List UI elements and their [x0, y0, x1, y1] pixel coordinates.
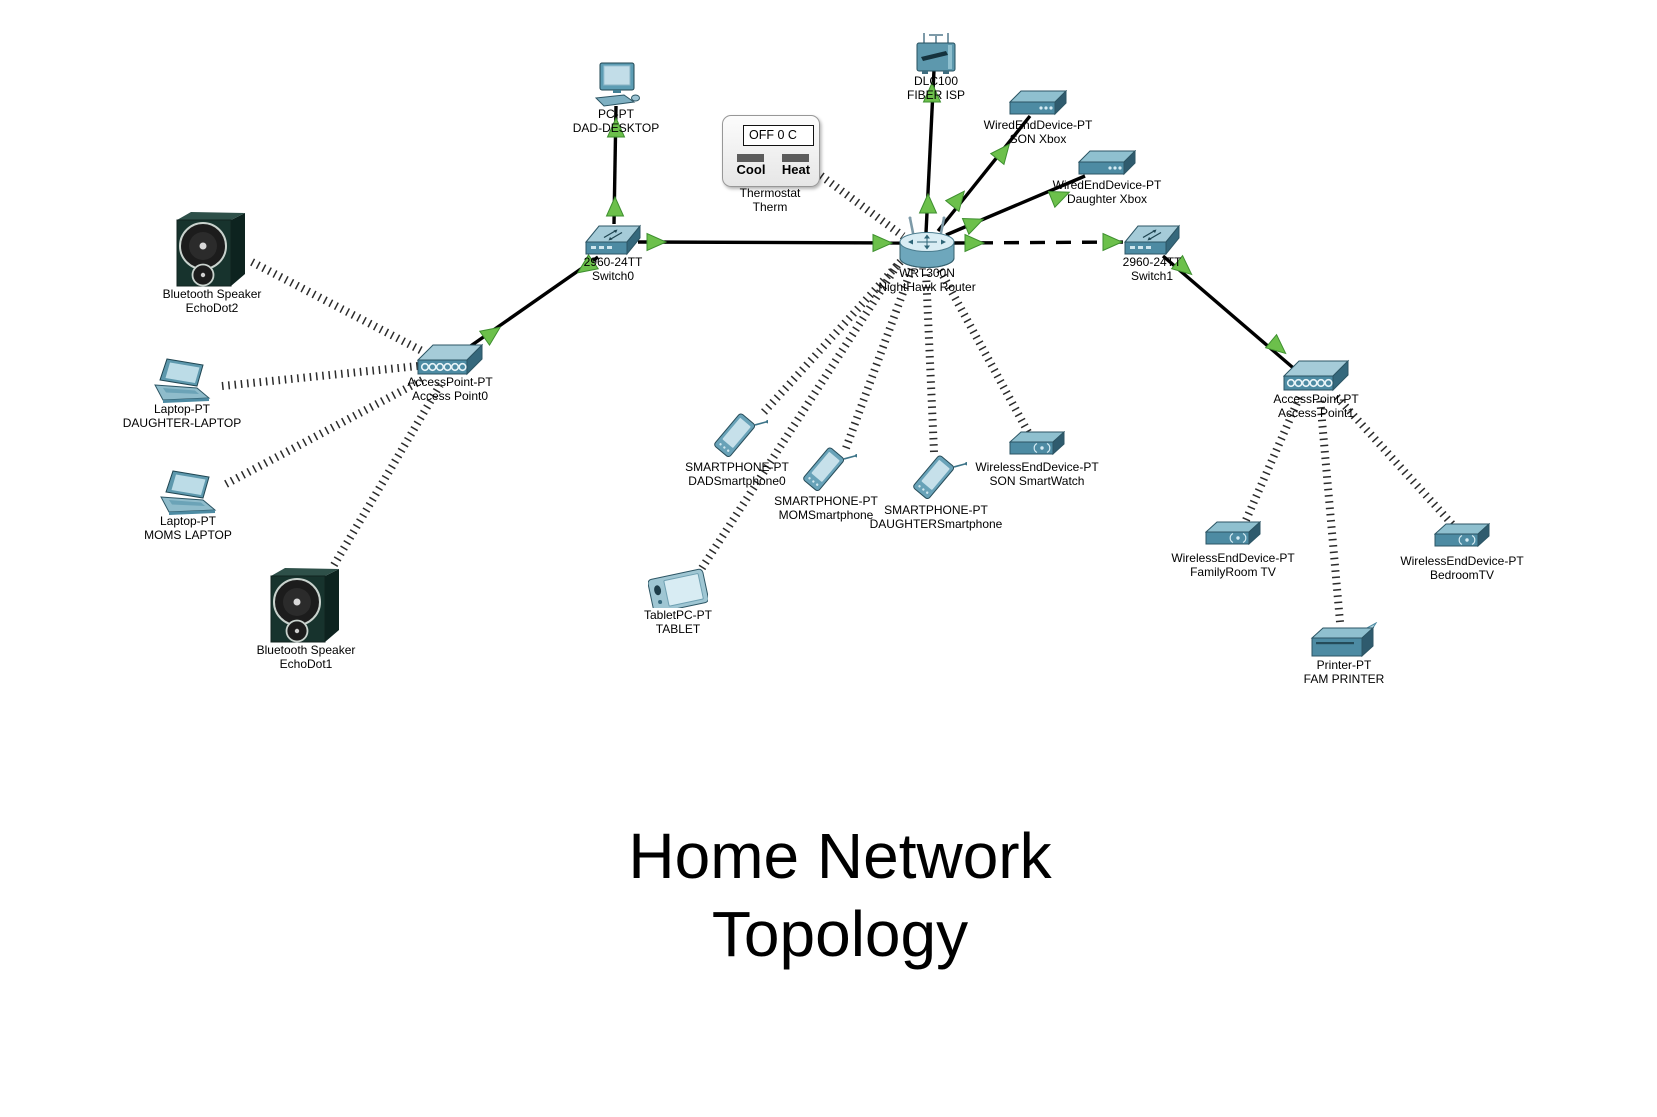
link-switch0-router[interactable] — [637, 240, 905, 245]
status-arrow — [922, 81, 942, 103]
wl-ap0-daughter-laptop[interactable] — [221, 362, 419, 390]
cool-button[interactable] — [737, 154, 764, 162]
smartphone-icon — [795, 442, 857, 494]
printer-icon — [1310, 622, 1378, 658]
cable-modem-icon — [914, 30, 958, 74]
link-router-son-xbox[interactable] — [936, 114, 1032, 233]
heat-button[interactable] — [782, 154, 809, 162]
status-arrow — [872, 233, 894, 253]
status-arrow — [606, 116, 626, 138]
thermostat-icon: OFF 0 C Cool Heat — [722, 115, 820, 187]
wl-router-mom-smartphone[interactable] — [842, 266, 916, 450]
status-arrow — [646, 232, 668, 252]
status-arrow — [605, 195, 625, 217]
switch-icon — [1124, 220, 1180, 260]
diagram-title: Home Network Topology — [628, 817, 1051, 973]
bluetooth-speaker-icon — [267, 566, 345, 644]
diagram-title-line1: Home Network — [628, 820, 1052, 892]
wireless-end-device-icon — [1205, 520, 1261, 550]
status-arrow — [1102, 232, 1124, 252]
wireless-router-icon — [898, 214, 956, 268]
status-arrow — [478, 326, 502, 347]
status-arrow — [1264, 333, 1287, 355]
desktop-pc-icon — [592, 62, 640, 108]
smartphone-icon — [905, 450, 967, 502]
wl-ap0-echodot1[interactable] — [330, 382, 444, 568]
wireless-end-device-icon — [1009, 430, 1065, 460]
access-point-icon — [417, 340, 483, 380]
link-switch1-ap1[interactable] — [1161, 254, 1300, 374]
wl-ap0-moms-laptop[interactable] — [224, 374, 428, 488]
link-switch0-ap0[interactable] — [461, 255, 599, 354]
wireless-end-device-icon — [1434, 522, 1490, 552]
status-arrow — [964, 233, 986, 253]
thermostat-display: OFF 0 C — [743, 125, 814, 146]
wl-router-smartwatch[interactable] — [936, 268, 1032, 434]
link-status-arrows — [478, 81, 1287, 355]
laptop-icon — [147, 358, 217, 404]
wl-ap0-echodot2[interactable] — [250, 258, 426, 356]
wl-router-dad-smartphone[interactable] — [761, 257, 905, 415]
bluetooth-speaker-icon — [173, 210, 251, 288]
status-arrow — [1047, 190, 1071, 209]
switch-icon — [585, 220, 641, 260]
tablet-icon — [648, 566, 708, 608]
wired-end-device-icon — [1078, 150, 1136, 176]
status-arrow — [918, 192, 938, 214]
diagram-title-line2: Topology — [711, 898, 969, 970]
smartphone-icon — [706, 408, 768, 460]
status-arrow — [1170, 254, 1193, 276]
wl-router-daughter-smartphone[interactable] — [922, 271, 938, 453]
status-arrow — [961, 217, 985, 236]
cool-label: Cool — [736, 162, 766, 177]
access-point-icon — [1283, 356, 1349, 396]
laptop-icon — [153, 470, 223, 516]
status-arrow — [944, 190, 966, 213]
wired-end-device-icon — [1009, 90, 1067, 116]
heat-label: Heat — [781, 162, 811, 177]
status-arrow — [989, 143, 1011, 166]
status-arrow — [576, 253, 600, 274]
wl-router-thermostat[interactable] — [813, 168, 906, 240]
wl-ap1-printer[interactable] — [1316, 397, 1344, 623]
